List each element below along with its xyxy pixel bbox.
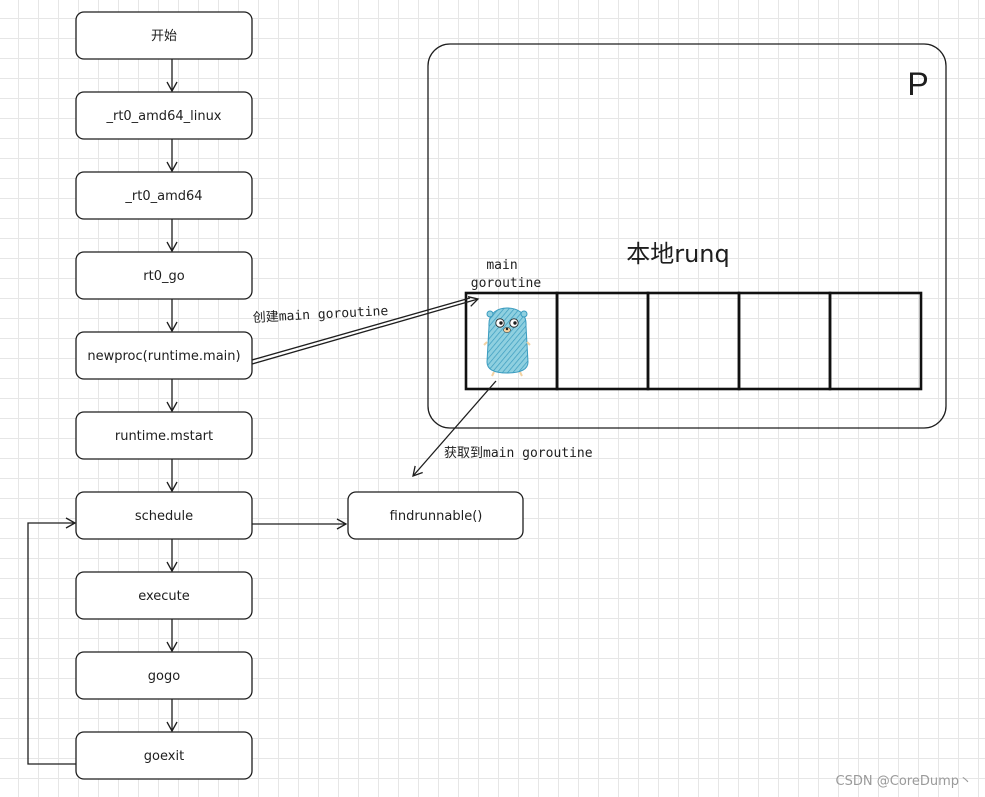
flow-step-gogo: gogo — [75, 651, 253, 700]
flow-step-label: runtime.mstart — [115, 429, 213, 444]
flow-step-newproc: newproc(runtime.main) — [75, 331, 253, 380]
runq-title: 本地runq — [626, 240, 730, 268]
flow-step-label: newproc(runtime.main) — [87, 349, 240, 364]
create-goroutine-label: 创建main goroutine — [252, 304, 388, 326]
flow-step-label: schedule — [135, 509, 193, 524]
runq-slot-5 — [828, 291, 923, 391]
flow-step-label: goexit — [144, 749, 184, 764]
watermark: CSDN @CoreDump丶 — [836, 774, 972, 789]
runq-slot-2 — [555, 291, 650, 391]
processor-label: P — [907, 66, 928, 102]
slot-caption-goroutine: goroutine — [471, 276, 542, 291]
arrow-fetch-main-goroutine — [412, 380, 497, 478]
processor-box — [427, 43, 947, 429]
gopher-icon — [483, 307, 531, 377]
runq-slot-4 — [737, 291, 832, 391]
flow-step-goexit: goexit — [75, 731, 253, 780]
arrow-create-main-goroutine-sketch — [251, 297, 471, 361]
flow-step-rt0-go: rt0_go — [75, 251, 253, 300]
arrow-create-main-goroutine — [251, 296, 480, 365]
flow-step-start: 开始 — [75, 11, 253, 60]
flow-step-label: 开始 — [151, 29, 177, 44]
flow-step-rt0-amd64: _rt0_amd64 — [75, 171, 253, 220]
findrunnable-label: findrunnable() — [390, 509, 483, 524]
flow-step-label: execute — [138, 589, 190, 604]
flow-step-schedule: schedule — [75, 491, 253, 540]
flow-step-rt0-amd64-linux: _rt0_amd64_linux — [75, 91, 253, 140]
flow-step-execute: execute — [75, 571, 253, 620]
flow-step-label: gogo — [148, 669, 180, 684]
findrunnable-box: findrunnable() — [347, 491, 524, 540]
slot-caption-main: main — [486, 258, 517, 273]
runq-slot-3 — [646, 291, 741, 391]
flow-step-label: rt0_go — [143, 269, 184, 284]
arrow-goexit-loop-to-schedule — [27, 517, 77, 765]
flow-step-label: _rt0_amd64 — [124, 189, 202, 204]
fetch-goroutine-label: 获取到main goroutine — [444, 446, 593, 461]
flow-step-label: _rt0_amd64_linux — [105, 109, 221, 124]
flow-step-runtime-mstart: runtime.mstart — [75, 411, 253, 460]
